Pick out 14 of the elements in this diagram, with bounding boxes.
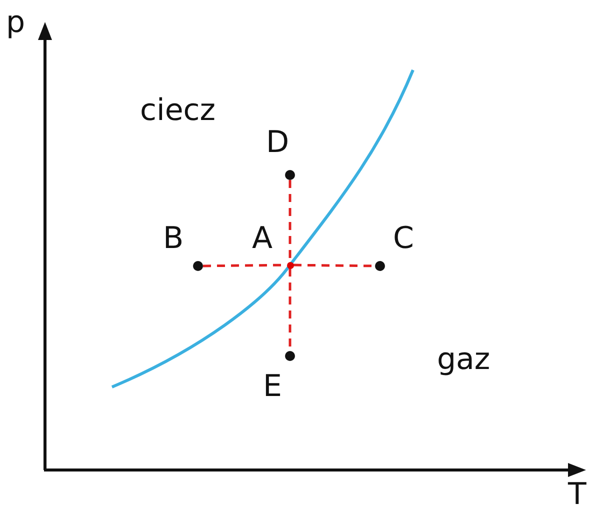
- region-label: gaz: [437, 345, 490, 375]
- point-label: B: [163, 224, 184, 254]
- point-marker: [285, 170, 295, 180]
- region-label: ciecz: [140, 96, 216, 126]
- point-marker: [193, 261, 203, 271]
- point-marker: [286, 262, 294, 268]
- point-label: A: [252, 224, 273, 254]
- axis-label: p: [6, 8, 26, 38]
- point-label: E: [263, 372, 282, 402]
- point-label: C: [393, 224, 414, 254]
- point-marker: [375, 261, 385, 271]
- point-label: D: [266, 128, 290, 158]
- axis-label: T: [568, 480, 586, 510]
- point-marker: [285, 351, 295, 361]
